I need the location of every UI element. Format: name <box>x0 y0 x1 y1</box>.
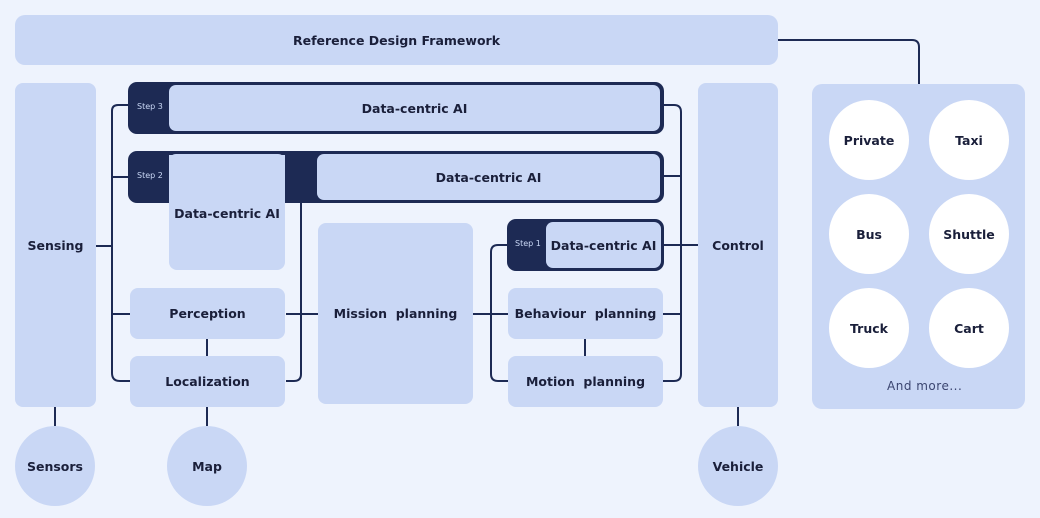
step-3-frame: Step 3 Data-centric AI <box>128 82 664 134</box>
framework-connector <box>778 39 920 84</box>
vehicle-type-shuttle: Shuttle <box>929 194 1009 274</box>
vehicle-type-private: Private <box>829 100 909 180</box>
mission-planning-block: Mission planning <box>318 223 473 404</box>
sensors-circle: Sensors <box>15 426 95 506</box>
step-3-data-centric-ai: Data-centric AI <box>169 85 660 131</box>
step-1-label: Step 1 <box>515 239 541 248</box>
sensing-block: Sensing <box>15 83 96 407</box>
localization-block: Localization <box>130 356 285 407</box>
and-more-label: And more... <box>887 379 963 393</box>
vehicle-type-cart: Cart <box>929 288 1009 368</box>
vehicle-type-taxi: Taxi <box>929 100 1009 180</box>
step-1-data-centric-ai: Data-centric AI <box>546 222 661 268</box>
perception-block: Perception <box>130 288 285 339</box>
step-1-frame: Step 1 Data-centric AI <box>507 219 664 271</box>
step-2-data-centric-ai-right: Data-centric AI <box>317 154 660 200</box>
reference-design-framework: Reference Design Framework <box>15 15 778 65</box>
step-2-label: Step 2 <box>137 171 163 180</box>
motion-planning-block: Motion planning <box>508 356 663 407</box>
step-2-left-title: Data-centric AI <box>174 206 280 221</box>
step-2-data-centric-ai-left: Data-centric AI <box>169 155 285 270</box>
map-circle: Map <box>167 426 247 506</box>
vehicle-type-truck: Truck <box>829 288 909 368</box>
vehicle-type-bus: Bus <box>829 194 909 274</box>
control-block: Control <box>698 83 778 407</box>
behaviour-planning-block: Behaviour planning <box>508 288 663 339</box>
step-2-left-cap <box>169 154 285 164</box>
vehicle-circle: Vehicle <box>698 426 778 506</box>
step-3-label: Step 3 <box>137 102 163 111</box>
